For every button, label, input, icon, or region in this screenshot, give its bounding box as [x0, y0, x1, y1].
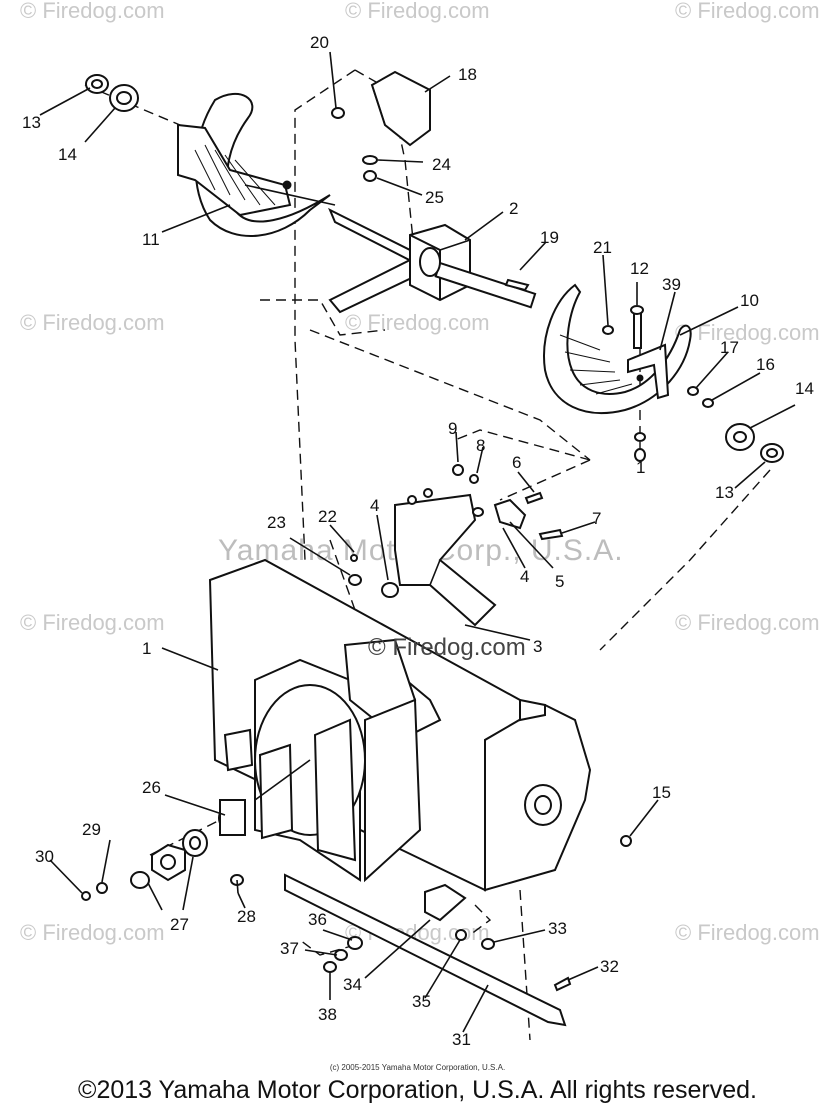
- callout-4: 4: [520, 567, 529, 586]
- callout-19: 19: [540, 228, 559, 247]
- callout-29: 29: [82, 820, 101, 839]
- callout-14: 14: [58, 145, 77, 164]
- callout-1: 1: [142, 639, 151, 658]
- callout-35: 35: [412, 992, 431, 1011]
- callout-5: 5: [555, 572, 564, 591]
- callout-9: 9: [448, 419, 457, 438]
- copyright-small: (c) 2005-2015 Yamaha Motor Corporation, …: [329, 1063, 506, 1072]
- callout-33: 33: [548, 919, 567, 938]
- watermark: © Firedog.com: [20, 920, 165, 945]
- flange-bearing-group: [81, 829, 244, 901]
- watermark: © Firedog.com: [345, 0, 490, 23]
- callout-34: 34: [343, 975, 362, 994]
- callout-6: 6: [512, 453, 521, 472]
- gearbox-and-shaft: [328, 207, 537, 314]
- callout-20: 20: [310, 33, 329, 52]
- top-fasteners: [331, 107, 646, 462]
- left-auger: [177, 93, 336, 237]
- callout-27: 27: [170, 915, 189, 934]
- callout-2: 2: [509, 199, 518, 218]
- watermark: © Firedog.com: [20, 610, 165, 635]
- callout-23: 23: [267, 513, 286, 532]
- callout-17: 17: [720, 338, 739, 357]
- watermark: © Firedog.com: [345, 310, 490, 335]
- callout-10: 10: [740, 291, 759, 310]
- center-site-watermark: © Firedog.com: [368, 634, 526, 661]
- callout-14: 14: [795, 379, 814, 398]
- callout-21: 21: [593, 238, 612, 257]
- callout-30: 30: [35, 847, 54, 866]
- leader-lines: [39, 51, 796, 1033]
- watermark: © Firedog.com: [675, 0, 820, 23]
- copyright-footer: ©2013 Yamaha Motor Corporation, U.S.A. A…: [78, 1076, 757, 1104]
- callout-28: 28: [237, 907, 256, 926]
- callout-36: 36: [308, 910, 327, 929]
- callout-37: 37: [280, 939, 299, 958]
- callout-39: 39: [662, 275, 681, 294]
- callout-12: 12: [630, 259, 649, 278]
- watermark: © Firedog.com: [675, 920, 820, 945]
- watermark: © Firedog.com: [675, 320, 820, 345]
- main-housing: [208, 558, 592, 892]
- part-18-cover: [370, 70, 431, 147]
- callout-13: 13: [715, 483, 734, 502]
- callout-22: 22: [318, 507, 337, 526]
- watermark: © Firedog.com: [20, 310, 165, 335]
- callout-32: 32: [600, 957, 619, 976]
- callout-18: 18: [458, 65, 477, 84]
- right-auger: [543, 283, 714, 415]
- callout-26: 26: [142, 778, 161, 797]
- callout-25: 25: [425, 188, 444, 207]
- watermark: © Firedog.com: [20, 0, 165, 23]
- left-bearing-set: [85, 74, 139, 112]
- right-bearing-set: [725, 423, 784, 463]
- callout-7: 7: [592, 509, 601, 528]
- callout-11: 11: [142, 230, 160, 249]
- callout-24: 24: [432, 155, 451, 174]
- watermark: © Firedog.com: [675, 610, 820, 635]
- callout-8: 8: [476, 436, 485, 455]
- callout-1: 1: [636, 458, 645, 477]
- callout-16: 16: [756, 355, 775, 374]
- callout-labels: 13 14 11 20 18 24 25 2 19 21 12 39 10 17…: [22, 33, 814, 1049]
- callout-13: 13: [22, 113, 41, 132]
- callout-38: 38: [318, 1005, 337, 1024]
- scraper-bar: [284, 835, 632, 1027]
- bracket-assembly: [348, 464, 564, 627]
- callout-31: 31: [452, 1030, 471, 1049]
- callout-3: 3: [533, 637, 542, 656]
- callout-4: 4: [370, 496, 379, 515]
- callout-15: 15: [652, 783, 671, 802]
